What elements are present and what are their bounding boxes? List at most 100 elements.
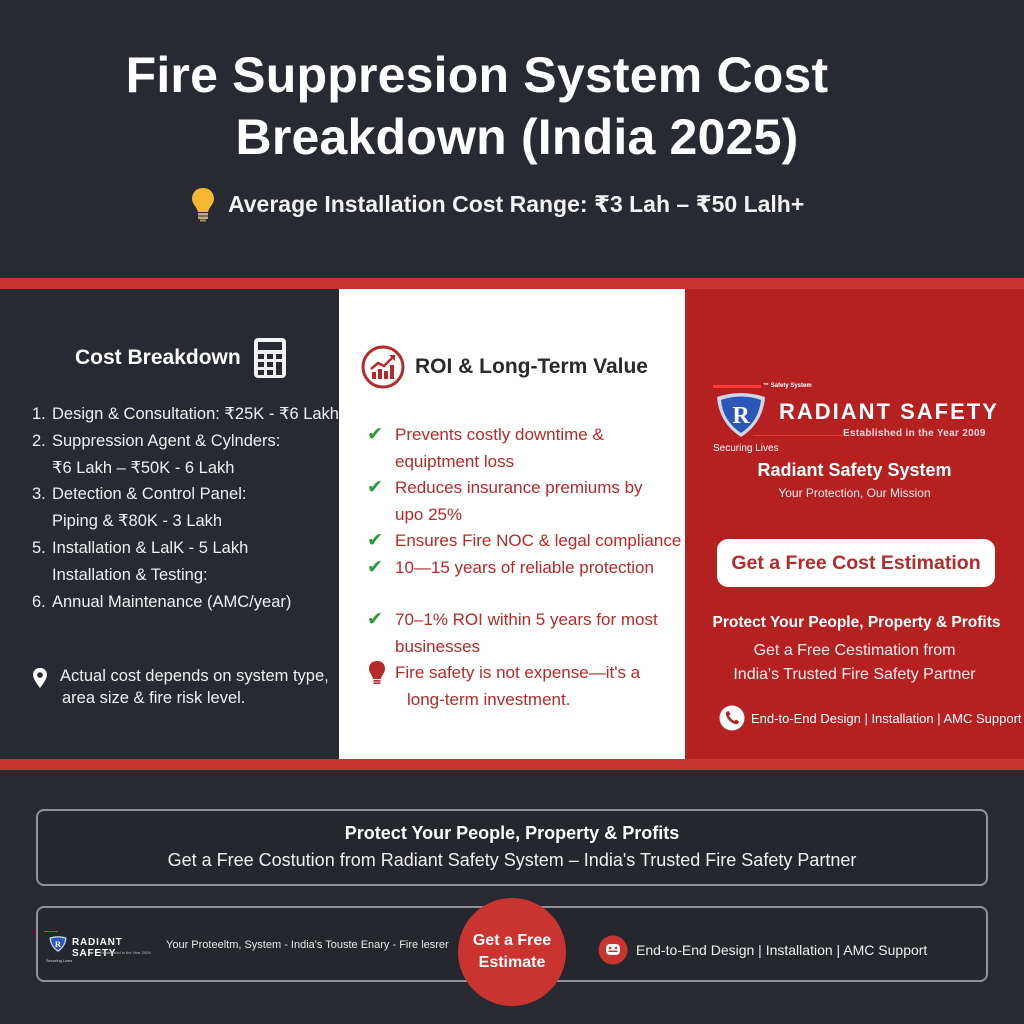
calculator-icon: [253, 338, 286, 378]
page-title-line2: Breakdown (India 2025): [235, 109, 799, 165]
estimate-label-line1: Get a Free: [472, 932, 552, 949]
free-estimation-line2: India's Trusted Fire Safety Partner: [733, 666, 976, 683]
list-item: 3. Detection & Control Panel: Piping & ₹…: [32, 481, 339, 535]
footer-brand-name: RADIANT SAFETY: [72, 937, 123, 959]
roi-text: equiptment loss: [395, 451, 515, 471]
roi-panel: ROI & Long-Term Value ✔ Prevents costly …: [339, 289, 685, 759]
established-year: Established in the Year 2009: [843, 428, 986, 439]
check-icon: ✔: [367, 477, 383, 498]
item-text: Suppression Agent & Cylnders:: [52, 431, 281, 450]
support-team-icon: [598, 935, 628, 965]
svg-text:R: R: [732, 403, 750, 429]
banner-title: Protect Your People, Property & Profits: [344, 823, 680, 843]
cost-note-line2: area size & fire risk level.: [62, 689, 246, 707]
banner-subtitle: Get a Free Costution from Radiant Safety…: [167, 850, 857, 870]
company-name: Radiant Safety System: [757, 460, 952, 480]
footer-securing: Securing Lives: [46, 958, 73, 963]
list-item: 2. Suppression Agent & Cylnders: ₹6 Lakh…: [32, 428, 339, 482]
lightbulb-icon: [369, 661, 385, 684]
list-item: ✔ Reduces insurance premiums by upo 25%: [367, 475, 681, 528]
roi-text: 10—15 years of reliable protection: [395, 557, 654, 577]
footer-logo: R RADIANT SAFETY Established in the Year…: [44, 930, 164, 966]
svg-text:R: R: [55, 939, 62, 949]
cost-breakdown-header: Cost Breakdown: [75, 337, 287, 379]
roi-text: Prevents costly downtime &: [395, 425, 604, 444]
growth-chart-icon: [361, 345, 405, 389]
cost-range-subtitle: Average Installation Cost Range: ₹3 Lah …: [190, 186, 804, 222]
footer-tagline: Your Proteeltm, System - India's Touste …: [166, 939, 449, 951]
item-text: ₹6 Lakh – ₹50K - 6 Lakh: [52, 458, 235, 477]
footer-support-text: End-to-End Design | Installation | AMC S…: [636, 942, 928, 958]
cost-breakdown-title: Cost Breakdown: [75, 346, 241, 369]
roi-list: ✔ Prevents costly downtime & equiptment …: [367, 422, 681, 713]
roi-text: Ensures Fire NOC & legal compliance: [395, 531, 682, 550]
roi-text: upo 25%: [395, 504, 463, 524]
roi-header: ROI & Long-Term Value: [361, 345, 648, 389]
list-item: ✔ Prevents costly downtime & equiptment …: [367, 422, 681, 475]
company-mission: Your Protection, Our Mission: [778, 486, 931, 500]
estimate-label-line2: Estimate: [478, 954, 546, 971]
item-text: Annual Maintenance (AMC/year): [52, 592, 292, 611]
logo-accent-line: [713, 385, 761, 388]
item-number: 1.: [32, 405, 46, 423]
item-number: 3.: [32, 485, 46, 504]
item-number: 5.: [32, 538, 46, 557]
check-icon: ✔: [367, 609, 383, 630]
securing-lives-tag: Securing Lives: [713, 443, 779, 454]
header: Fire Suppresion System Cost Breakdown (I…: [0, 0, 1024, 278]
cost-breakdown-panel: Cost Breakdown 1. Design & Consultation:…: [0, 289, 339, 759]
free-cost-estimation-button[interactable]: Get a Free Cost Estimation: [717, 539, 995, 587]
cost-note: Actual cost depends on system type, area…: [32, 665, 329, 709]
roi-text: businesses: [395, 636, 481, 656]
location-pin-icon: [33, 668, 47, 688]
check-icon: ✔: [367, 424, 383, 445]
footer-support-services: End-to-End Design | Installation | AMC S…: [598, 935, 927, 965]
logo-accent-line: [44, 931, 58, 932]
item-text: Installation & Testing:: [52, 565, 208, 584]
free-estimation-line1: Get a Free Cestimation from: [753, 642, 956, 659]
item-text: Design & Consultation: ₹25K - ₹6 Lakh: [52, 405, 339, 423]
roi-closing: Fire safety is not expense—it's a long-t…: [367, 660, 681, 713]
shield-logo-icon: R: [717, 393, 765, 437]
brand-name: RADIANT SAFETY: [779, 399, 999, 424]
list-item: 1. Design & Consultation: ₹25K - ₹6 Lakh: [32, 401, 339, 428]
protect-heading: Protect Your People, Property & Profits: [712, 614, 1001, 631]
red-divider-bottom: [0, 759, 1024, 770]
check-icon: ✔: [367, 530, 383, 551]
page-title: Fire Suppresion System Cost Breakdown (I…: [0, 44, 1024, 168]
logo-small-tag: ™ Safety System: [763, 383, 812, 389]
protect-banner: Protect Your People, Property & Profits …: [36, 809, 988, 886]
support-services: End-to-End Design | Installation | AMC S…: [719, 705, 1022, 731]
list-item: 5. Installation & LalK - 5 Lakh Installa…: [32, 535, 339, 589]
cost-range-text: Average Installation Cost Range: ₹3 Lah …: [228, 190, 805, 217]
roi-text: 70–1% ROI within 5 years for most: [395, 610, 658, 629]
footer-established: Established in the Year 2009: [100, 950, 151, 955]
cost-breakdown-list: 1. Design & Consultation: ₹25K - ₹6 Lakh…: [32, 401, 339, 615]
free-estimate-button[interactable]: Get a Free Estimate: [458, 898, 566, 1006]
list-item: ✔ Ensures Fire NOC & legal compliance: [367, 528, 681, 555]
radiant-safety-logo: ™ Safety System R RADIANT SAFETY Establi…: [713, 381, 1013, 457]
footer-bar: R RADIANT SAFETY Established in the Year…: [36, 898, 988, 1006]
roi-title: ROI & Long-Term Value: [415, 355, 648, 378]
shield-logo-icon: R: [49, 936, 67, 952]
item-number: 6.: [32, 592, 46, 611]
list-item: 6. Annual Maintenance (AMC/year): [32, 589, 339, 616]
roi-text: Reduces insurance premiums by: [395, 478, 643, 497]
list-item: ✔ 70–1% ROI within 5 years for most busi…: [367, 607, 681, 660]
free-estimation-text: Get a Free Cestimation from India's Trus…: [685, 639, 1024, 687]
list-item: ✔ 10—15 years of reliable protection: [367, 555, 681, 582]
item-text: Installation & LalK - 5 Lakh: [52, 538, 249, 557]
phone-icon: [719, 705, 745, 731]
support-text: End-to-End Design | Installation | AMC S…: [751, 710, 1022, 726]
item-text: Piping & ₹80K - 3 Lakh: [52, 512, 223, 531]
red-divider-top: [0, 278, 1024, 289]
logo-divider: [753, 435, 843, 436]
page-title-line1: Fire Suppresion System Cost: [125, 47, 829, 103]
roi-closing-text: Fire safety is not expense—it's a: [395, 663, 641, 682]
item-number: 2.: [32, 431, 46, 450]
item-text: Detection & Control Panel:: [52, 485, 247, 504]
brand-panel: ™ Safety System R RADIANT SAFETY Establi…: [685, 289, 1024, 759]
lightbulb-icon: [192, 188, 214, 222]
cost-note-line1: Actual cost depends on system type,: [60, 667, 329, 685]
roi-closing-text: long-term investment.: [407, 689, 571, 709]
